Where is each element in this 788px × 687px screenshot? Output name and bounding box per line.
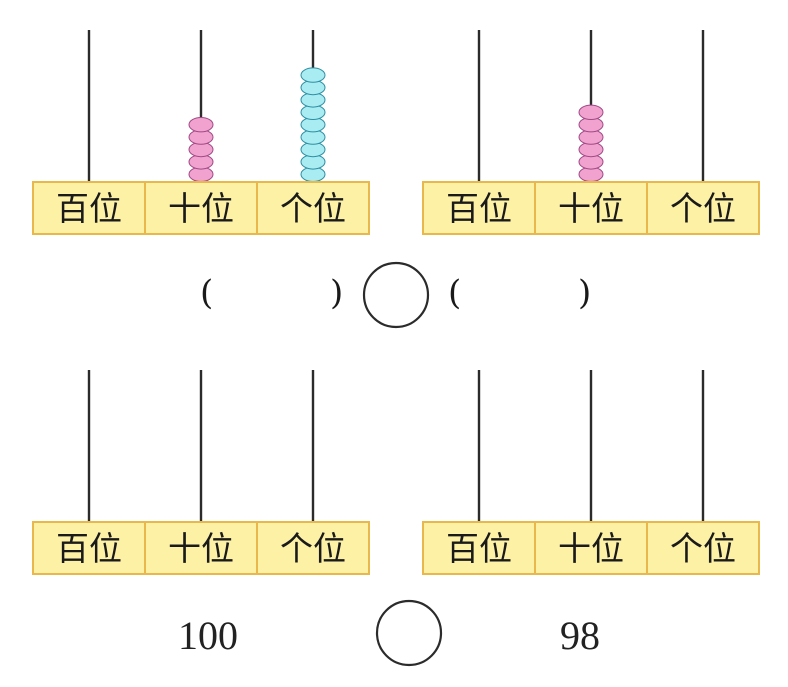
place-label-cell: [32, 521, 146, 575]
right-answer-blank[interactable]: [465, 270, 575, 314]
abacus-layer: 百位十位个位百位十位个位百位十位个位百位十位个位: [32, 30, 760, 575]
place-label-text: 个位: [280, 189, 346, 228]
place-label-cell: [144, 521, 258, 575]
place-label-cell: [646, 181, 760, 235]
abacus-3: 百位 十位 个位: [32, 370, 370, 575]
place-label-cell: [534, 521, 648, 575]
abacus-2: 百位 十位 个位: [422, 30, 760, 235]
left-answer-blank[interactable]: [215, 270, 325, 314]
compare-circle-2[interactable]: [375, 599, 443, 667]
comparison-row-1: ( ) ( ): [200, 261, 591, 329]
abacus-1: 百位 十位 个位: [32, 30, 370, 235]
abacus-4: 百位 十位 个位: [422, 370, 760, 575]
left-answer-close-paren: ): [330, 273, 343, 313]
ones-bead: [300, 67, 326, 83]
tens-bead: [188, 117, 214, 133]
place-label-text: 十位: [168, 529, 234, 568]
place-label-text: 十位: [558, 189, 624, 228]
place-label-text: 百位: [56, 189, 122, 228]
right-number: 98: [560, 613, 600, 658]
compare-circle-1[interactable]: [362, 261, 430, 329]
left-number: 100: [178, 613, 238, 658]
right-answer-close-paren: ): [578, 273, 591, 313]
place-label-text: 个位: [670, 529, 736, 568]
place-label-text: 百位: [446, 189, 512, 228]
place-label-cell: [32, 181, 146, 235]
place-label-cell: [256, 181, 370, 235]
place-label-cell: [256, 521, 370, 575]
place-label-text: 个位: [280, 529, 346, 568]
right-answer-open-paren: (: [448, 273, 461, 313]
place-label-text: 十位: [168, 189, 234, 228]
place-label-text: 十位: [558, 529, 624, 568]
place-label-text: 百位: [56, 529, 122, 568]
comparison-row-2: 100 98: [178, 599, 600, 667]
place-label-text: 百位: [446, 529, 512, 568]
place-label-cell: [422, 181, 536, 235]
place-label-cell: [646, 521, 760, 575]
place-label-text: 个位: [670, 189, 736, 228]
tens-bead: [578, 104, 604, 121]
place-label-cell: [422, 521, 536, 575]
left-answer-open-paren: (: [200, 273, 213, 313]
